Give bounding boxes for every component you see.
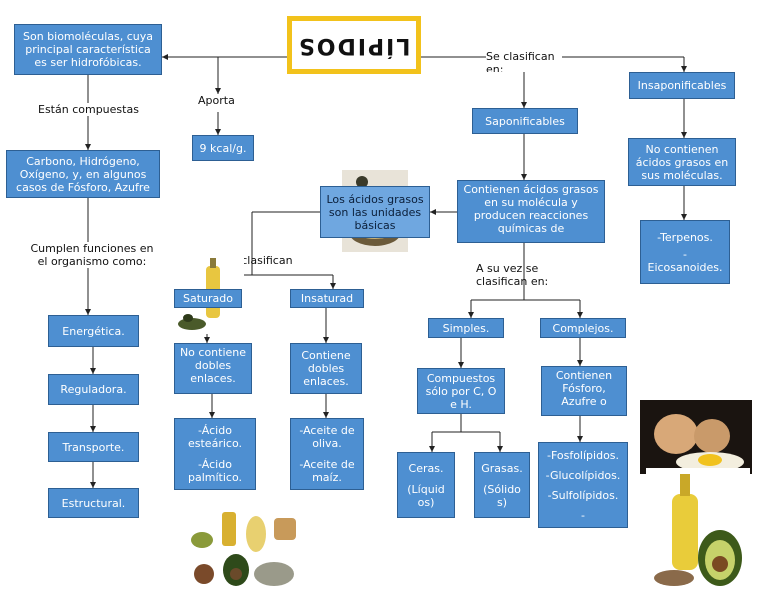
no-dobles-box: No contiene dobles enlaces. [174, 343, 252, 394]
ceras-box: Ceras. (Líquid os) [397, 452, 455, 518]
ceras-sub-text: (Líquid os) [407, 482, 445, 509]
composition-box: Carbono, Hidrógeno, Oxígeno, y, en algun… [6, 150, 160, 198]
ceras-text: Ceras. [408, 461, 444, 475]
saturado-box: Saturado [174, 289, 242, 308]
insaponificables-examples-box: -Terpenos. - Eicosanoides. [640, 220, 730, 284]
title-text: LÍPIDOS [297, 32, 411, 58]
glucolipidos-text: -Glucolípidos. [545, 468, 621, 482]
aceite-maiz-text: -Aceite de maíz. [299, 458, 355, 484]
fn-estructural-box: Estructural. [48, 488, 139, 518]
cumplen-label: Cumplen funciones en el organismo como: [28, 242, 156, 268]
fn-energetica-box: Energética. [48, 315, 139, 347]
definition-box: Son biomoléculas, cuya principal caracte… [14, 24, 162, 75]
sulfolipidos-text: -Sulfolípidos. [547, 488, 619, 502]
contiene-dobles-box: Contiene dobles enlaces. [290, 343, 362, 394]
saponificables-box: Saponificables [472, 108, 578, 134]
insaponificables-box: Insaponificables [629, 72, 735, 99]
estan-compuestas-label: Están compuestas [38, 103, 139, 116]
acidos-grasos-box: Los ácidos grasos son las unidades básic… [320, 186, 430, 238]
insaturado-examples-box: -Aceite de oliva. -Aceite de maíz. [290, 418, 364, 490]
aceite-oliva-text: -Aceite de oliva. [299, 424, 355, 450]
dash2-text: - [581, 508, 585, 522]
se-clasifican-top-label: Se clasifican en: [486, 50, 562, 72]
saturado-examples-box: -Ácido esteárico. -Ácido palmítico. [174, 418, 256, 490]
grasas-text: Grasas. [481, 461, 523, 475]
no-contienen-box: No contienen ácidos grasos en sus molécu… [628, 138, 736, 186]
fn-reguladora-box: Reguladora. [48, 374, 139, 405]
complejos-examples-box: -Fosfolípidos. -Glucolípidos. -Sulfolípi… [538, 442, 628, 528]
acido-estearico-text: -Ácido esteárico. [188, 424, 242, 450]
grasas-box: Grasas. (Sólido s) [474, 452, 530, 518]
su-vez-label: A su vez se clasifican en: [476, 262, 549, 286]
oil-avocado-image [646, 468, 750, 590]
contienen-fosforo-box: Contienen Fósforo, Azufre o [541, 366, 627, 416]
complejos-box: Complejos. [540, 318, 626, 338]
energy-box: 9 kcal/g. [192, 135, 254, 161]
title-frame: LÍPIDOS [287, 16, 421, 74]
fn-transporte-box: Transporte. [48, 432, 139, 462]
aporta-label: Aporta [198, 94, 235, 106]
compuestos-box: Compuestos sólo por C, O e H. [417, 368, 505, 414]
grasas-sub-text: (Sólido s) [483, 482, 521, 509]
insaturado-box: Insaturad [290, 289, 364, 308]
acido-palmitico-text: -Ácido palmítico. [187, 458, 242, 484]
fosfolipidos-text: -Fosfolípidos. [546, 448, 620, 462]
terpenos-text: -Terpenos. [657, 230, 713, 244]
contienen-acidos-box: Contienen ácidos grasos en su molécula y… [457, 180, 605, 243]
dash-text: - [683, 247, 687, 261]
simples-box: Simples. [428, 318, 504, 338]
eicosanoides-text: Eicosanoides. [647, 260, 723, 274]
eggs-image [640, 400, 752, 474]
food-collage-image [186, 500, 304, 592]
